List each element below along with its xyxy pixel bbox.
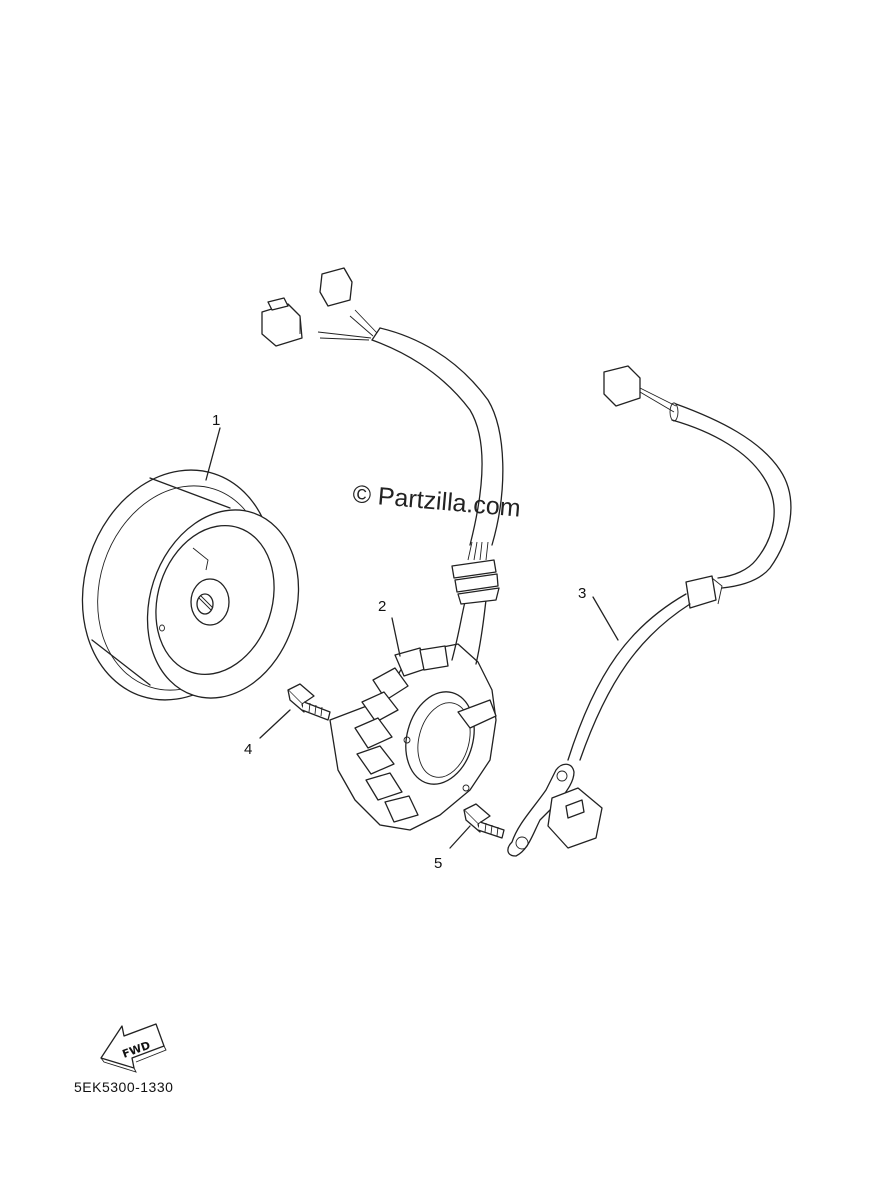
callout-1: 1 bbox=[212, 412, 220, 429]
callout-2: 2 bbox=[378, 598, 386, 615]
callout-4: 4 bbox=[244, 741, 252, 758]
bolt-part-5[interactable] bbox=[463, 803, 505, 839]
forward-direction-arrow-icon: FWD bbox=[100, 1023, 167, 1073]
stator-assembly[interactable] bbox=[261, 267, 504, 831]
bolt-part-4[interactable] bbox=[287, 683, 331, 721]
callout-leaders bbox=[205, 427, 619, 849]
diagram-code: 5EK5300-1330 bbox=[74, 1079, 173, 1095]
callout-3: 3 bbox=[578, 585, 586, 602]
callout-5: 5 bbox=[434, 855, 442, 872]
watermark: © Partzilla.com bbox=[351, 480, 521, 523]
flywheel-rotor[interactable] bbox=[53, 445, 322, 725]
pickup-coil-assembly[interactable] bbox=[507, 365, 792, 857]
